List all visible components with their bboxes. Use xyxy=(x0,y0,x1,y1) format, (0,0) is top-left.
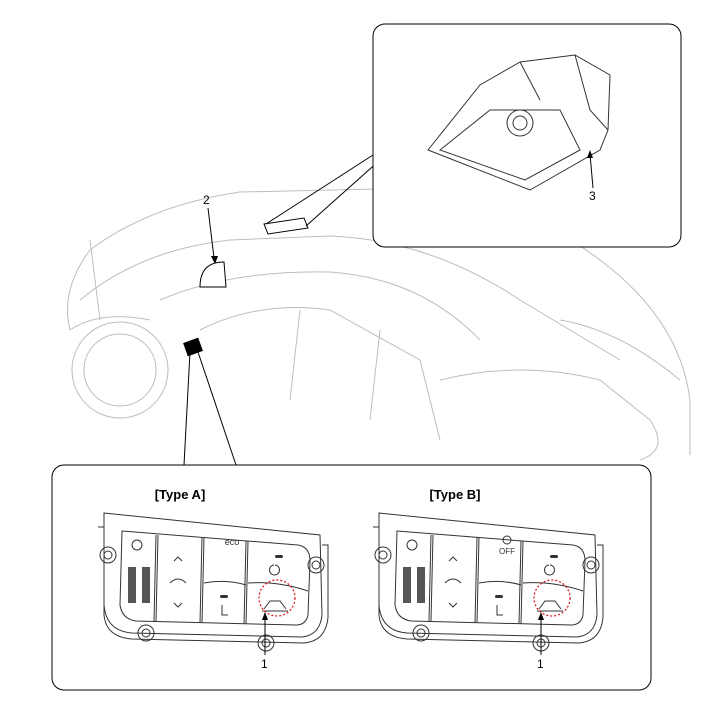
type-a-switch: [Type A] eco 1 xyxy=(97,487,329,671)
switch-location-marker xyxy=(183,337,203,357)
type-b-title: [Type B] xyxy=(429,487,480,502)
arrow-head-icon xyxy=(587,150,593,158)
leader-line xyxy=(183,351,191,466)
camera-module-mount xyxy=(263,217,309,235)
off-button-text: OFF xyxy=(499,547,515,556)
highlight-circle xyxy=(533,579,571,617)
callout-label-2: 2 xyxy=(203,193,210,207)
sensor-cover xyxy=(199,261,227,288)
leader-line xyxy=(265,154,374,225)
callout-label-1: 1 xyxy=(537,657,544,671)
leader-line xyxy=(305,159,381,227)
arrow-head-icon xyxy=(538,612,544,620)
eco-button-text: eco xyxy=(225,537,240,547)
switch-callout-box xyxy=(51,464,652,691)
leader-arrow xyxy=(207,207,215,259)
arrow-head-icon xyxy=(211,256,218,264)
leader-line xyxy=(197,351,237,466)
camera-callout-box xyxy=(372,23,682,248)
arrow-head-icon xyxy=(262,612,268,620)
type-a-title: [Type A] xyxy=(155,487,206,502)
callout-label-1: 1 xyxy=(261,657,268,671)
stop-icon xyxy=(502,535,512,545)
front-view-camera-drawing xyxy=(427,54,611,191)
type-b-switch: [Type B] OFF 1 xyxy=(372,487,604,671)
highlight-circle xyxy=(258,579,296,617)
callout-label-3: 3 xyxy=(589,189,596,203)
leader-arrow xyxy=(589,153,594,189)
